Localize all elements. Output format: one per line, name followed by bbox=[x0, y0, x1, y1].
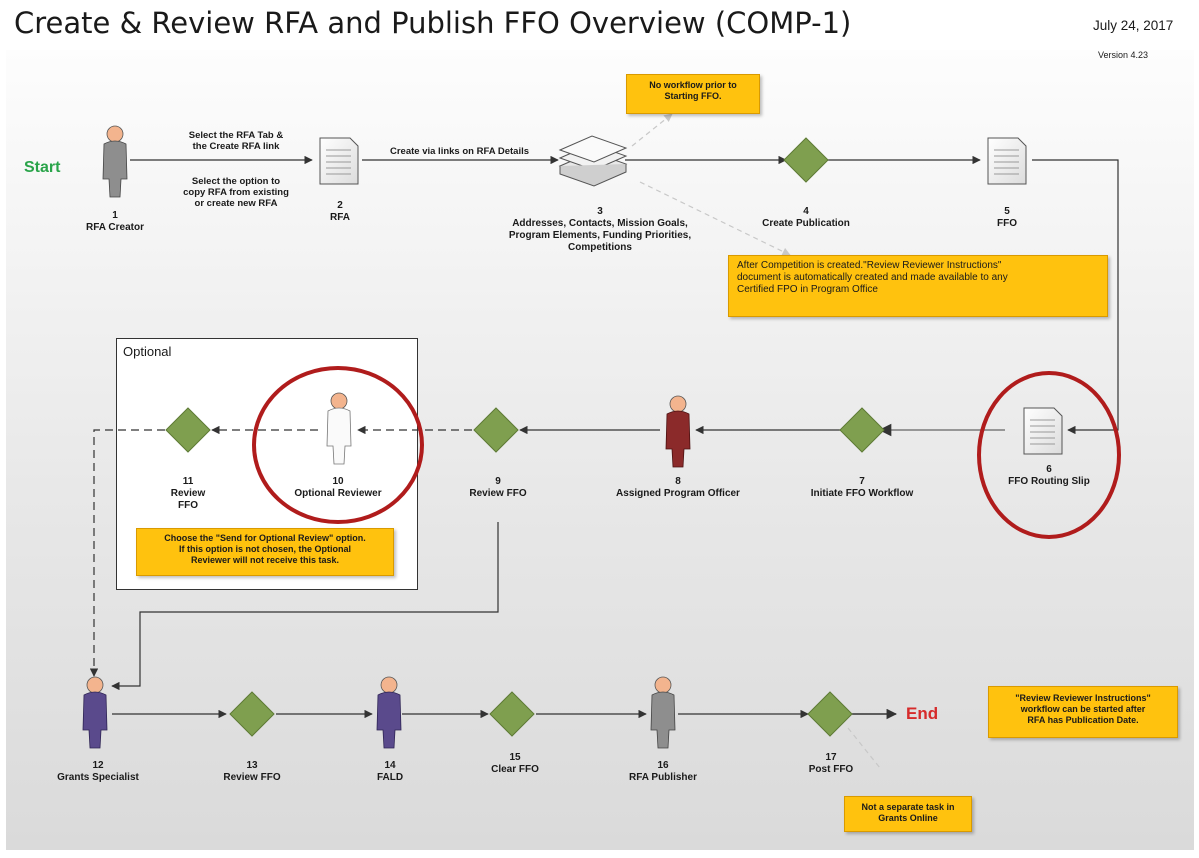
arrow-9-12 bbox=[111, 522, 499, 691]
node-2-number: 2 bbox=[337, 200, 343, 211]
create-publication-diamond-icon bbox=[783, 137, 829, 183]
rfa-document-icon bbox=[319, 137, 359, 185]
node-17-name: Post FFO bbox=[808, 764, 854, 775]
post-ffo-diamond-icon bbox=[807, 691, 853, 737]
node-14-name: FALD bbox=[376, 772, 404, 783]
node-1-number: 1 bbox=[112, 210, 118, 221]
node-15-name: Clear FFO bbox=[491, 764, 539, 775]
node-16-name: RFA Publisher bbox=[629, 772, 697, 783]
node-9-name: Review FFO bbox=[469, 488, 527, 499]
node-12-number: 12 bbox=[92, 760, 104, 771]
callout-pointer-no-workflow bbox=[631, 113, 673, 147]
node-7-number: 7 bbox=[859, 476, 865, 487]
node-10-number: 10 bbox=[332, 476, 344, 487]
page-title: Create & Review RFA and Publish FFO Over… bbox=[14, 6, 852, 40]
node-1-name: RFA Creator bbox=[86, 222, 144, 233]
node-4-number: 4 bbox=[803, 206, 809, 217]
highlight-circle-optional-reviewer bbox=[252, 366, 424, 524]
arrow-5-6 bbox=[1032, 159, 1119, 435]
highlight-circle-routing-slip bbox=[977, 371, 1121, 539]
node-7-name: Initiate FFO Workflow bbox=[810, 488, 914, 499]
version-label: Version 4.23 bbox=[1098, 50, 1149, 60]
node-9-number: 9 bbox=[495, 476, 501, 487]
node-16-number: 16 bbox=[657, 760, 669, 771]
node-6-name: FFO Routing Slip bbox=[1008, 476, 1090, 487]
node-10-name: Optional Reviewer bbox=[294, 488, 382, 499]
review-ffo-13-diamond-icon bbox=[229, 691, 275, 737]
optional-group-label: Optional bbox=[123, 344, 172, 359]
node-13-number: 13 bbox=[246, 760, 258, 771]
fald-icon bbox=[376, 676, 402, 749]
node-14-number: 14 bbox=[384, 760, 396, 771]
date-label: July 24, 2017 bbox=[1093, 18, 1174, 33]
note-select-option: Select the option to copy RFA from exist… bbox=[183, 176, 289, 209]
node-12-name: Grants Specialist bbox=[57, 772, 139, 783]
node-17-number: 17 bbox=[825, 752, 837, 763]
arrow-11-12 bbox=[89, 429, 165, 677]
document-stack-icon bbox=[558, 135, 628, 187]
node-8-number: 8 bbox=[675, 476, 681, 487]
program-officer-icon bbox=[665, 395, 691, 468]
node-8-name: Assigned Program Officer bbox=[616, 488, 740, 499]
callout-review-instructions: "Review Reviewer Instructions" workflow … bbox=[988, 686, 1178, 738]
start-label: Start bbox=[24, 159, 61, 176]
callout-pointer-competition bbox=[639, 181, 791, 256]
node-6-number: 6 bbox=[1046, 464, 1052, 475]
review-ffo-9-diamond-icon bbox=[473, 407, 519, 453]
callout-no-workflow: No workflow prior to Starting FFO. bbox=[626, 74, 760, 114]
callout-not-separate-task: Not a separate task in Grants Online bbox=[844, 796, 972, 832]
grants-specialist-icon bbox=[82, 676, 108, 749]
node-3-number: 3 bbox=[597, 206, 603, 217]
node-5-number: 5 bbox=[1004, 206, 1010, 217]
end-label: End bbox=[906, 704, 939, 723]
callout-send-optional-review: Choose the "Send for Optional Review" op… bbox=[136, 528, 394, 576]
node-5-name: FFO bbox=[997, 218, 1017, 229]
node-13-name: Review FFO bbox=[223, 772, 281, 783]
rfa-publisher-icon bbox=[650, 676, 676, 749]
note-create-via-links: Create via links on RFA Details bbox=[390, 146, 530, 157]
initiate-workflow-diamond-icon bbox=[839, 407, 885, 453]
rfa-creator-icon bbox=[102, 125, 128, 198]
ffo-routing-slip-document-icon bbox=[1023, 407, 1063, 455]
node-15-number: 15 bbox=[509, 752, 521, 763]
node-11-name: Review FFO bbox=[170, 488, 206, 511]
note-select-tab: Select the RFA Tab & the Create RFA link bbox=[188, 130, 284, 152]
node-11-number: 11 bbox=[182, 476, 194, 487]
node-4-name: Create Publication bbox=[762, 218, 850, 229]
callout-after-competition: After Competition is created."Review Rev… bbox=[728, 255, 1108, 317]
node-3-name: Addresses, Contacts, Mission Goals, Prog… bbox=[508, 218, 692, 253]
node-2-name: RFA bbox=[330, 212, 350, 223]
review-ffo-11-diamond-icon bbox=[165, 407, 211, 453]
clear-ffo-diamond-icon bbox=[489, 691, 535, 737]
ffo-document-icon bbox=[987, 137, 1027, 185]
optional-reviewer-icon bbox=[326, 392, 352, 465]
